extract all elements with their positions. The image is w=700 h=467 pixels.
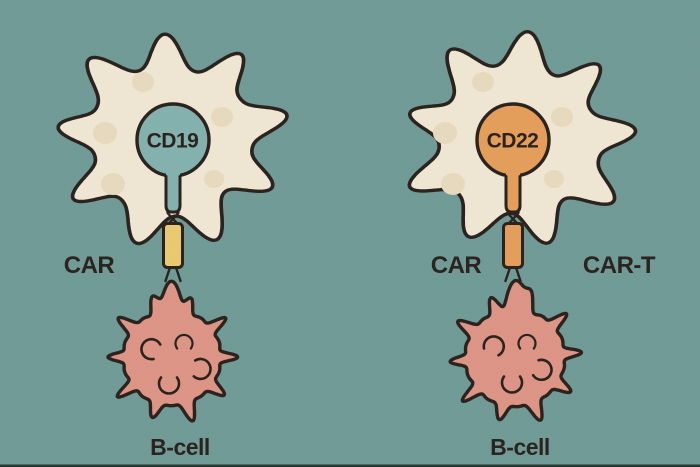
bottom-edge-band — [0, 464, 700, 467]
